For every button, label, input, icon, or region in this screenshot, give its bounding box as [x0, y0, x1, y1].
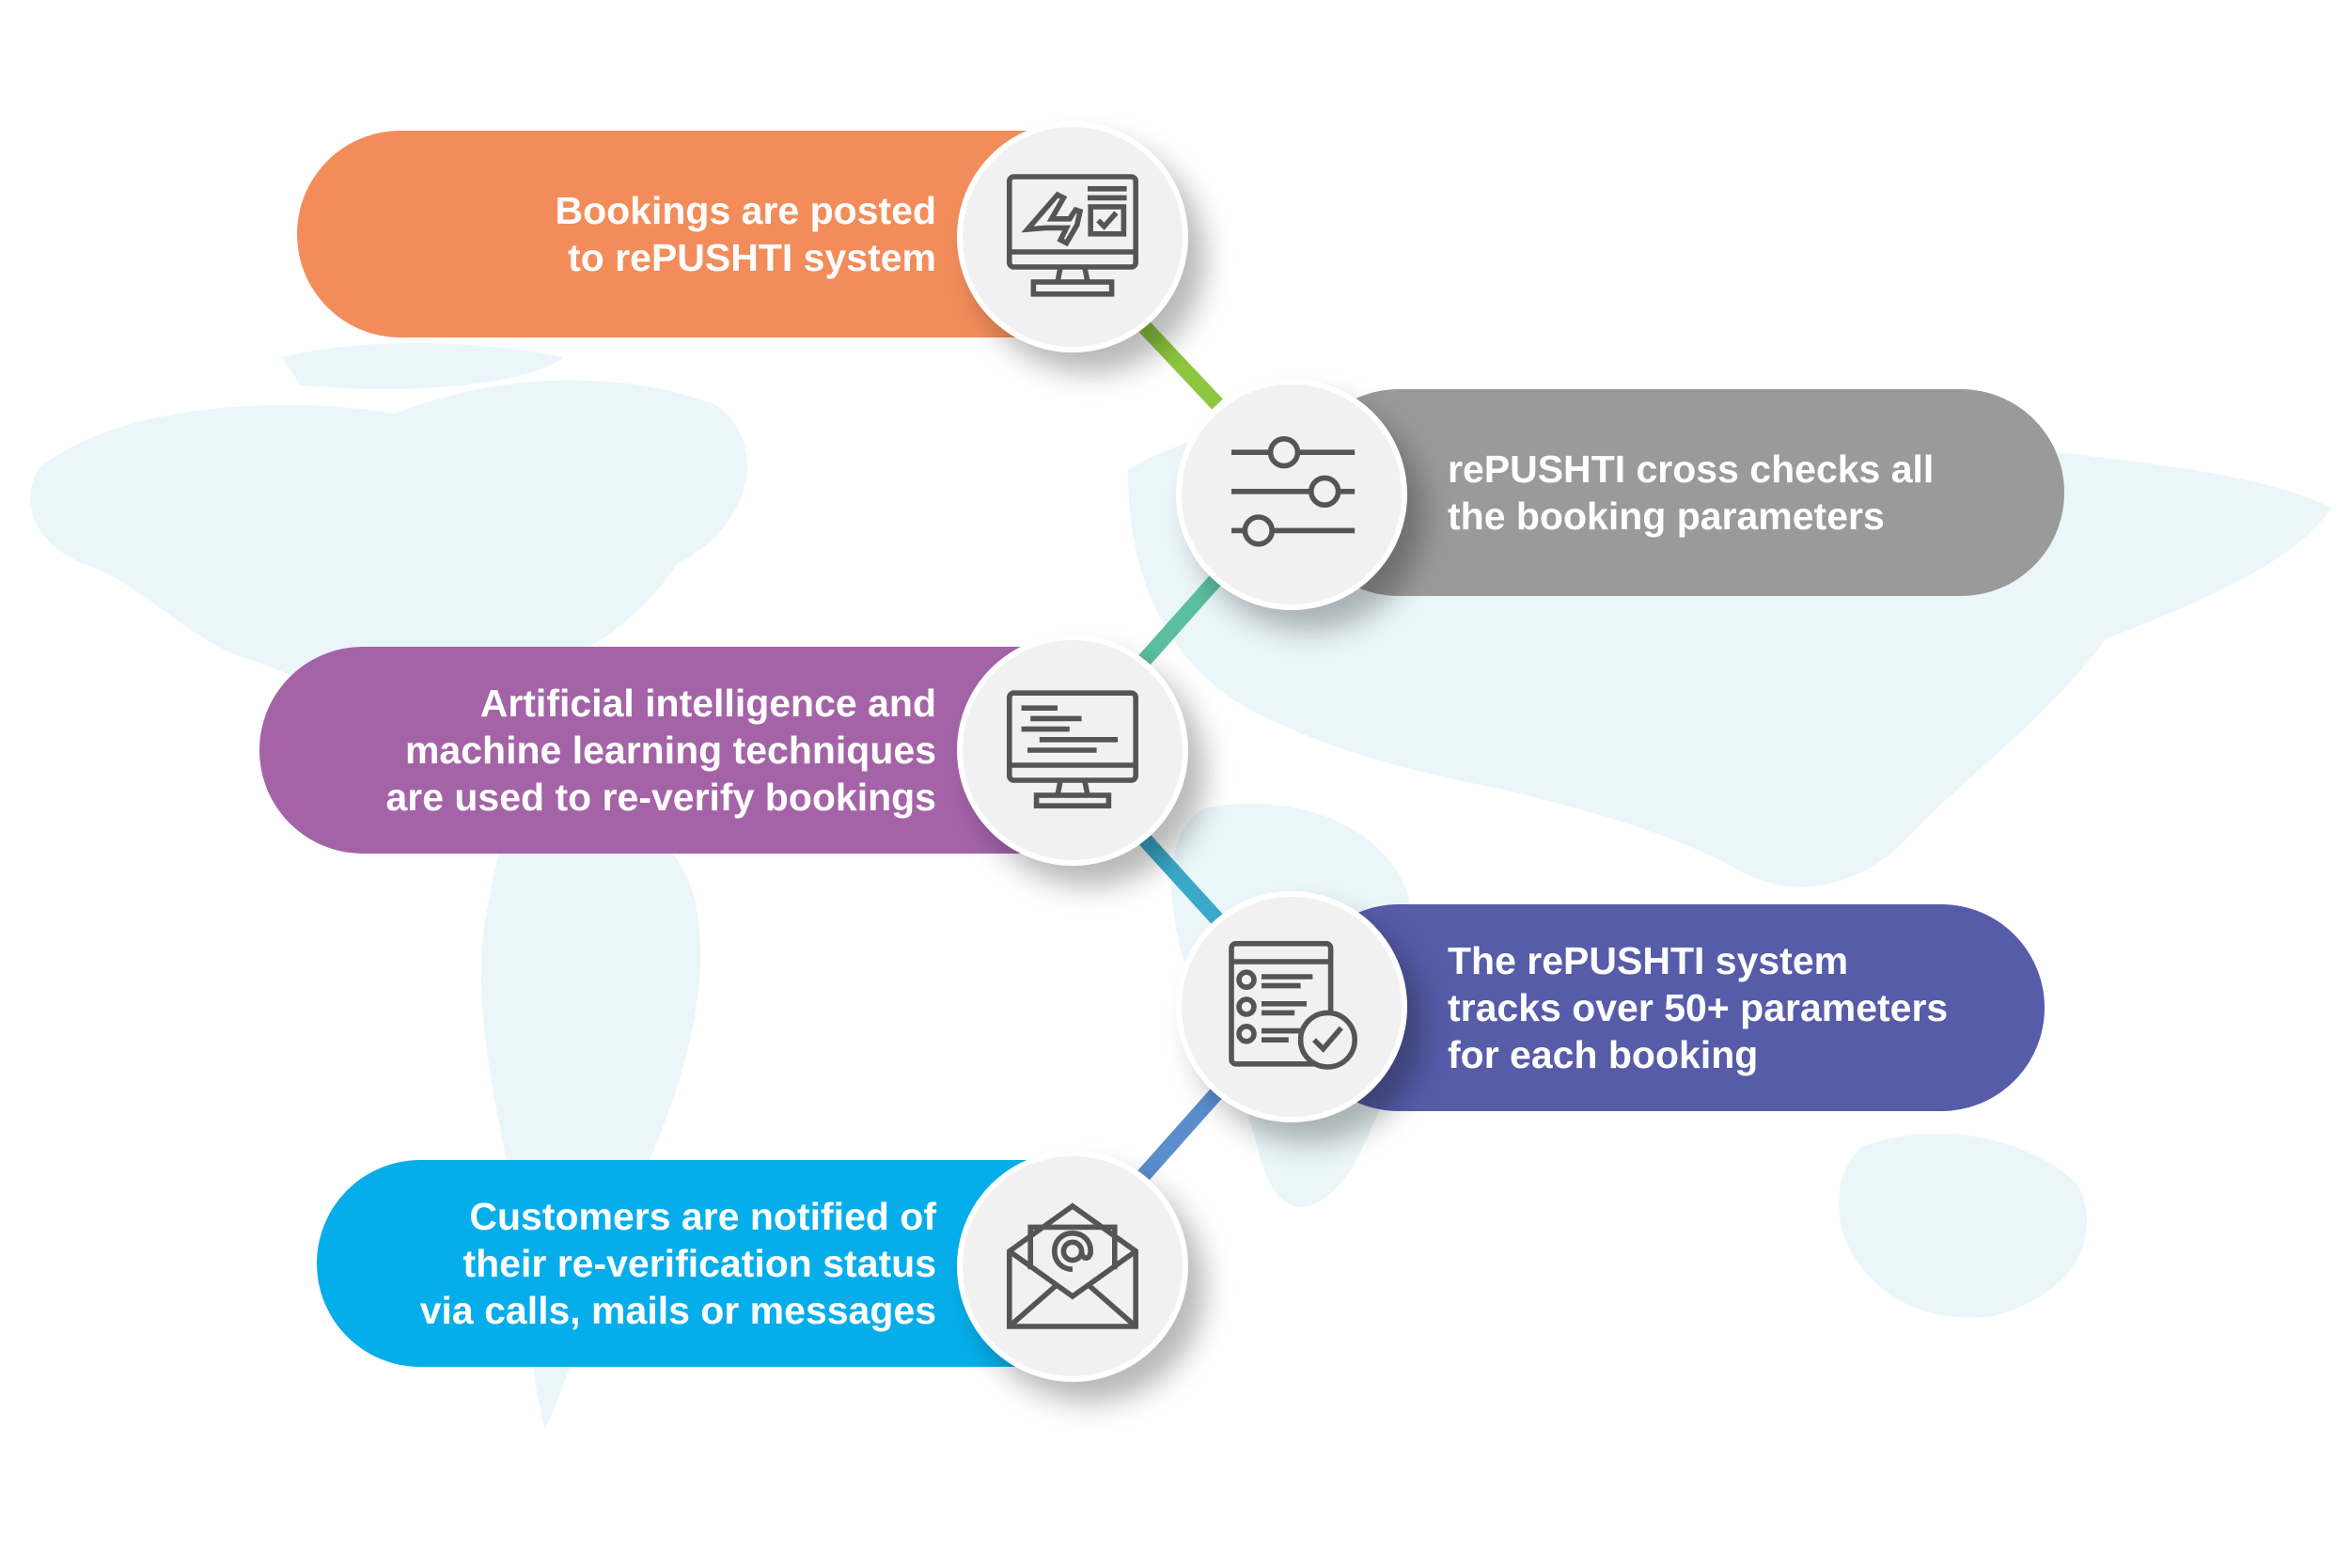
step-4-line: tracks over 50+ parameters [1448, 986, 1949, 1029]
checklist-approved-icon [1229, 941, 1357, 1070]
connector-4-5 [1136, 1087, 1223, 1183]
step-4-icon-circle [1176, 891, 1407, 1122]
step-5-icon-circle [957, 1151, 1188, 1382]
connector-1-2 [1136, 319, 1223, 410]
step-2-text: rePUSHTI cross checks all the booking pa… [1448, 446, 1934, 540]
step-3-icon-circle [957, 635, 1188, 866]
step-5-line: via calls, mails or messages [419, 1289, 936, 1332]
step-3-line: are used to re-verify bookings [385, 776, 936, 819]
step-4-line: for each booking [1448, 1033, 1759, 1076]
step-2-line: rePUSHTI cross checks all [1448, 447, 1935, 491]
step-1-line: Bookings are posted [555, 189, 936, 232]
step-3-text: Artificial intelligence and machine lear… [385, 680, 936, 821]
step-1-line: to rePUSHTI system [568, 236, 936, 279]
step-2-pill: rePUSHTI cross checks all the booking pa… [1295, 389, 2064, 596]
step-5-text: Customers are notified of their re-verif… [420, 1193, 936, 1334]
step-1-icon-circle [957, 121, 1188, 353]
step-3-line: Artificial intelligence and [479, 682, 936, 725]
connector-2-3 [1136, 572, 1223, 668]
step-5-line: Customers are notified of [469, 1195, 936, 1238]
email-envelope-icon [1007, 1202, 1138, 1329]
monitor-code-icon [1007, 690, 1138, 808]
step-4-text: The rePUSHTI system tracks over 50+ para… [1448, 937, 1948, 1078]
step-5-line: their re-verification status [462, 1242, 936, 1285]
monitor-airplane-checklist-icon [1007, 174, 1138, 297]
step-2-line: the booking parameters [1448, 494, 1885, 538]
sliders-icon [1231, 436, 1356, 547]
connector-3-4 [1136, 831, 1223, 925]
step-1-text: Bookings are posted to rePUSHTI system [555, 187, 936, 281]
step-4-pill: The rePUSHTI system tracks over 50+ para… [1295, 904, 2045, 1111]
step-4-line: The rePUSHTI system [1448, 939, 1849, 982]
step-2-icon-circle [1176, 379, 1407, 610]
step-3-line: machine learning techniques [404, 729, 936, 772]
